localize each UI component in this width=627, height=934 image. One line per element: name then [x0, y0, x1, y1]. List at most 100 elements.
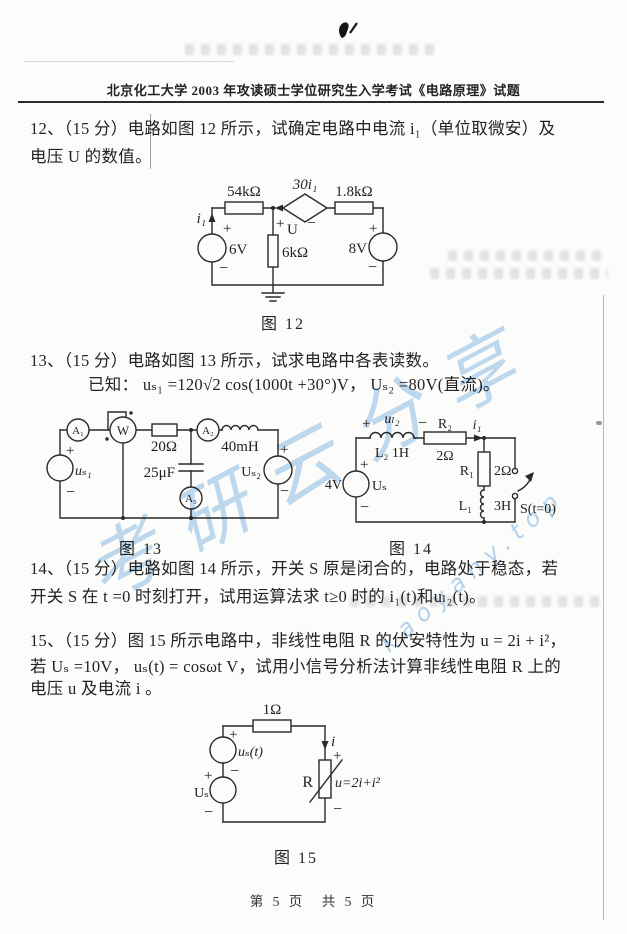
- fig15-resistor-1ohm: [252, 719, 292, 733]
- fig13-label-a2: A₂: [202, 425, 214, 437]
- fig14-label-r2v: 2Ω: [436, 449, 453, 464]
- fig13-caption: 图 13: [118, 541, 164, 558]
- fig13-ammeter-a3: [179, 486, 203, 510]
- fig15-label-us: Uₛ: [194, 786, 209, 801]
- fig15-label-r: R: [302, 774, 313, 791]
- fig13-polarity-dot: [105, 437, 109, 441]
- question-13-line2: 已知： uₛ₁ =120√2 cos(1000t +30°)V， Uₛ₂ =80…: [88, 375, 500, 394]
- fig15-nonlinear-resistor: [318, 759, 332, 799]
- fig14-label-i1: i₁: [473, 418, 482, 433]
- fig15-label-law: u=2i+i²: [335, 776, 381, 791]
- fig15-plus-us: +: [204, 768, 212, 784]
- fig15-plus-r: +: [333, 748, 341, 764]
- fig15-i-arrowhead: [321, 741, 329, 750]
- question-14-line2: 开关 S 在 t =0 时刻打开，试用运算法求 t≥0 时的 i₁(t)和uₗ₂…: [30, 587, 486, 606]
- fig12-source-6v: [197, 233, 227, 263]
- fig13-minus-us1: −: [66, 484, 75, 501]
- fig14-circuit: + uₗ₂ − L₂ 1H R₂ 2Ω i₁ R₁ 2Ω L₁ 3H S(t=0…: [325, 412, 556, 524]
- fig13-source-us2: [263, 455, 293, 485]
- bleedthrough-artifact: [448, 250, 608, 261]
- fig12-minus-u: −: [307, 215, 316, 232]
- page-number: 第 5 页 共 5 页: [249, 894, 378, 909]
- fig14-plus-ul2: +: [362, 416, 370, 432]
- fig14-label-switch: S(t=0): [520, 502, 556, 517]
- header-rule: [18, 101, 604, 103]
- fig13-capacitor-25uf: [178, 463, 204, 472]
- fig12-label-1k8: 1.8kΩ: [335, 184, 372, 200]
- question-12-line1: 12、（15 分）电路如图 12 所示，试确定电路中电流 i₁（单位取微安）及: [30, 119, 556, 138]
- fig12-label-6k: 6kΩ: [282, 245, 308, 261]
- fig14-label-l1: L₁: [459, 499, 472, 514]
- fig13-resistor-20: [151, 423, 178, 437]
- fig12-label-dep-source: 30i₁: [292, 177, 317, 193]
- fig12-circuit: 54kΩ 30i₁ 1.8kΩ i₁ + 6V − + U − 6kΩ + 8V…: [197, 177, 398, 302]
- bleedthrough-artifact: [430, 268, 608, 279]
- fig14-resistor-r2: [423, 431, 467, 445]
- fig14-label-r1: R₁: [460, 464, 474, 479]
- fig15-circuit: 1Ω i + R u=2i+i² − + uₛ(t) − + Uₛ −: [194, 702, 381, 823]
- fig15-source-ust: [209, 736, 237, 764]
- fig15-source-us: [209, 776, 237, 804]
- fig12-current-arrowhead: [275, 204, 283, 212]
- fig14-i1-arrowhead: [474, 434, 483, 442]
- fig12-plus-left: +: [223, 221, 231, 237]
- fig15-caption: 图 15: [273, 850, 319, 867]
- figure-12: 54kΩ 30i₁ 1.8kΩ i₁ + 6V − + U − 6kΩ + 8V…: [163, 176, 413, 315]
- page-edge-line-artifact: [603, 295, 604, 920]
- page-edge-tick-artifact: [596, 421, 602, 425]
- fig13-plus-us1: +: [66, 443, 74, 459]
- fig14-label-us: Uₛ: [372, 479, 387, 494]
- fig12-plus-right: +: [369, 221, 377, 237]
- fig14-label-ul2: uₗ₂: [384, 412, 399, 427]
- fig15-nonlinear-stroke: [309, 759, 343, 803]
- fig14-switch-arrowhead: [525, 472, 534, 482]
- fig12-resistor-1k8: [334, 201, 374, 215]
- fig13-circuit: A₁ W 20Ω A₂ 40mH 25μF A₃ + uₛ₁ − + Uₛ₂ −: [46, 411, 293, 520]
- question-13-line1: 13、（15 分）电路如图 13 所示，试求电路中各表读数。: [30, 351, 440, 370]
- fig13-label-a1: A₁: [72, 425, 84, 437]
- fig14-switch-terminal: [511, 467, 519, 475]
- fig12-label-i1: i₁: [197, 211, 206, 227]
- fig12-caption: 图 12: [260, 316, 306, 333]
- page-title: 北京化工大学 2003 年攻读硕士学位研究生入学考试《电路原理》试题: [106, 83, 521, 98]
- fig15-minus-us: −: [204, 804, 213, 821]
- fig13-wattmeter-coil-loop: [107, 411, 127, 431]
- figure-15: 1Ω i + R u=2i+i² − + uₛ(t) − + Uₛ −: [183, 698, 433, 843]
- fig13-wattmeter: [109, 416, 137, 444]
- fig13-minus-us2: −: [280, 483, 289, 500]
- fig14-resistor-r1: [477, 451, 491, 487]
- ghost-line-artifact: [24, 61, 234, 62]
- fig14-label-r2: R₂: [438, 417, 452, 432]
- fig13-source-us1: [46, 454, 74, 482]
- fig13-polarity-dot: [129, 411, 133, 415]
- question-15-line2: 若 Uₛ =10V， uₛ(t) = cosωt V，试用小信号分析法计算非线性…: [30, 657, 562, 676]
- fig12-resistor-54k: [224, 201, 264, 215]
- fig12-i1-arrowhead: [208, 213, 216, 222]
- fig14-minus-ul2: −: [418, 415, 427, 432]
- fig15-label-i: i: [331, 734, 335, 750]
- fig13-label-a3: A₃: [185, 493, 197, 505]
- fig13-label-40mh: 40mH: [221, 439, 259, 455]
- fig14-minus-us: −: [360, 499, 369, 516]
- bleedthrough-artifact: [350, 596, 605, 607]
- fig13-label-w: W: [117, 423, 130, 438]
- question-12-line2: 电压 U 的数值。: [30, 147, 152, 166]
- fig13-label-20: 20Ω: [151, 439, 177, 455]
- ink-blot-artifact: [336, 20, 362, 49]
- fig14-inductor-l1: [479, 489, 485, 519]
- fig12-dependent-source: [281, 193, 329, 223]
- fig12-minus-left: −: [219, 260, 228, 277]
- fig13-label-25uf: 25μF: [144, 465, 175, 481]
- fig12-ground-symbol: [261, 284, 285, 302]
- fig12-resistor-6k: [267, 234, 279, 268]
- fig15-plus-ust: +: [229, 727, 237, 743]
- question-14-line1: 14、（15 分）电路如图 14 所示，开关 S 原是闭合的，电路处于稳态，若: [30, 559, 559, 578]
- fig12-minus-right: −: [368, 259, 377, 276]
- fig14-label-l1v: 3H: [494, 499, 511, 514]
- fig14-inductor-l2: [369, 431, 415, 439]
- fig14-source-us: [342, 470, 370, 498]
- fig13-plus-us2: +: [280, 442, 288, 458]
- fig15-minus-ust: −: [230, 763, 239, 780]
- question-15-line3: 电压 u 及电流 i 。: [30, 679, 162, 698]
- bleedthrough-artifact: [185, 44, 435, 55]
